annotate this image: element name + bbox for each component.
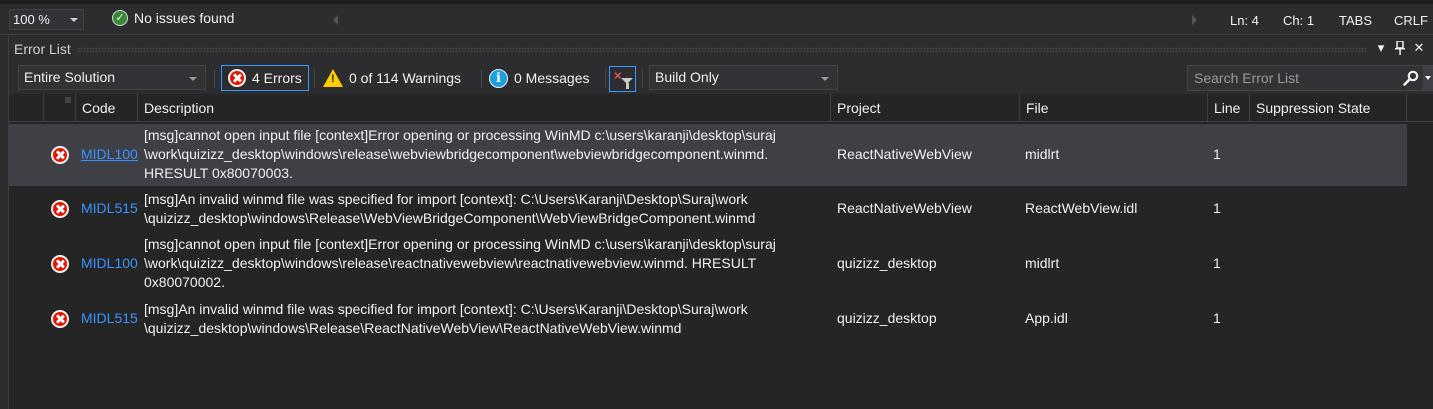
messages-count: 0 Messages bbox=[514, 70, 590, 86]
toolbar-separator bbox=[605, 69, 606, 88]
clear-filter-button[interactable]: × bbox=[609, 66, 636, 92]
window-position-dropdown-icon[interactable]: ▾ bbox=[1377, 40, 1385, 55]
toolbar-separator bbox=[481, 69, 482, 88]
panel-divider bbox=[0, 34, 1433, 35]
error-project: quizizz_desktop bbox=[837, 255, 937, 271]
scope-select[interactable]: Entire Solution bbox=[18, 65, 206, 90]
error-code-link[interactable]: MIDL100 bbox=[81, 255, 138, 271]
column-header-file[interactable]: File bbox=[1019, 94, 1208, 122]
chevron-down-icon bbox=[189, 77, 197, 81]
table-row[interactable]: MIDL100 [msg]cannot open input file [con… bbox=[9, 233, 1407, 295]
search-icon[interactable] bbox=[1403, 70, 1419, 86]
chevron-down-icon bbox=[70, 18, 78, 22]
info-icon: i bbox=[489, 68, 508, 88]
error-grid: Code Description Project File Line Suppr… bbox=[9, 94, 1433, 409]
error-list-panel: Error List ▾ ✕ Entire Solution 4 Errors … bbox=[8, 36, 1433, 409]
issues-text: No issues found bbox=[134, 10, 235, 26]
error-line: 1 bbox=[1213, 146, 1221, 162]
editor-status-bar: 100 % ✓ No issues found Ln: 4 Ch: 1 TABS… bbox=[0, 4, 1433, 30]
build-filter-select[interactable]: Build Only bbox=[649, 65, 838, 90]
column-chooser-icon[interactable] bbox=[65, 97, 71, 103]
error-project: quizizz_desktop bbox=[837, 310, 937, 326]
error-project: ReactNativeWebView bbox=[837, 146, 972, 162]
filter-funnel-icon bbox=[621, 78, 633, 84]
zoom-level-value: 100 % bbox=[13, 12, 50, 27]
error-description: [msg]An invalid winmd file was specified… bbox=[144, 301, 748, 336]
table-row[interactable]: MIDL100 [msg]cannot open input file [con… bbox=[9, 124, 1407, 186]
error-file: midlrt bbox=[1025, 255, 1060, 271]
scroll-left-icon[interactable] bbox=[333, 15, 338, 25]
error-file: App.idl bbox=[1025, 310, 1068, 326]
column-header-spacer bbox=[1406, 94, 1433, 122]
column-header-severity[interactable] bbox=[43, 94, 76, 122]
panel-title: Error List bbox=[14, 41, 71, 57]
error-file: midlrt bbox=[1025, 146, 1060, 162]
error-code-link[interactable]: MIDL515 bbox=[81, 310, 138, 326]
error-description: [msg]cannot open input file [context]Err… bbox=[144, 236, 776, 290]
toolbar-separator bbox=[214, 69, 215, 88]
error-line: 1 bbox=[1213, 200, 1221, 216]
error-line: 1 bbox=[1213, 255, 1221, 271]
errors-filter-button[interactable]: 4 Errors bbox=[221, 65, 309, 91]
error-line: 1 bbox=[1213, 310, 1221, 326]
grid-header: Code Description Project File Line Suppr… bbox=[9, 94, 1433, 122]
editor-top-edge bbox=[0, 0, 1433, 4]
issues-indicator[interactable]: ✓ No issues found bbox=[112, 10, 234, 26]
column-header-description[interactable]: Description bbox=[137, 94, 831, 122]
warnings-count: 0 of 114 Warnings bbox=[349, 70, 462, 86]
column-header-suppression-state[interactable]: Suppression State bbox=[1249, 94, 1407, 122]
warning-icon: ! bbox=[323, 69, 343, 87]
column-header-line[interactable]: Line bbox=[1207, 94, 1250, 122]
error-icon bbox=[51, 310, 69, 331]
error-list-toolbar: Entire Solution 4 Errors ! 0 of 114 Warn… bbox=[9, 65, 1433, 93]
error-icon bbox=[51, 255, 69, 276]
column-header-project[interactable]: Project bbox=[830, 94, 1020, 122]
error-description: [msg]cannot open input file [context]Err… bbox=[144, 127, 776, 181]
error-icon bbox=[51, 146, 69, 167]
scope-value: Entire Solution bbox=[24, 69, 116, 85]
errors-count: 4 Errors bbox=[252, 70, 302, 86]
messages-filter-button[interactable]: i 0 Messages bbox=[483, 65, 595, 91]
error-file: ReactWebView.idl bbox=[1025, 200, 1138, 216]
zoom-level-select[interactable]: 100 % bbox=[9, 9, 84, 30]
scroll-right-icon[interactable] bbox=[1192, 15, 1197, 25]
error-code-link[interactable]: MIDL515 bbox=[81, 200, 138, 216]
table-row[interactable]: MIDL515 [msg]An invalid winmd file was s… bbox=[9, 188, 1407, 230]
filter-funnel-stem bbox=[626, 83, 629, 89]
title-bar-grip[interactable] bbox=[77, 47, 1367, 52]
clear-x-icon: × bbox=[614, 68, 622, 83]
error-icon bbox=[228, 69, 246, 87]
error-project: ReactNativeWebView bbox=[837, 200, 972, 216]
pin-icon[interactable] bbox=[1392, 40, 1408, 56]
error-code-link[interactable]: MIDL100 bbox=[81, 146, 138, 162]
chevron-down-icon bbox=[821, 77, 829, 81]
error-icon bbox=[51, 200, 69, 221]
error-description: [msg]An invalid winmd file was specified… bbox=[144, 191, 756, 226]
column-header-code[interactable]: Code bbox=[75, 94, 138, 122]
column-number: Ch: 1 bbox=[1283, 13, 1315, 28]
search-options-dropdown[interactable] bbox=[1423, 66, 1433, 90]
toolbar-separator bbox=[642, 69, 643, 88]
search-input[interactable] bbox=[1188, 66, 1388, 90]
close-icon[interactable]: ✕ bbox=[1413, 40, 1425, 55]
search-box bbox=[1187, 65, 1433, 91]
check-circle-icon: ✓ bbox=[112, 10, 128, 26]
line-ending[interactable]: CRLF bbox=[1394, 13, 1428, 28]
table-row[interactable]: MIDL515 [msg]An invalid winmd file was s… bbox=[9, 298, 1407, 340]
line-number: Ln: 4 bbox=[1230, 13, 1259, 28]
build-filter-value: Build Only bbox=[655, 69, 719, 85]
warnings-filter-button[interactable]: ! 0 of 114 Warnings bbox=[317, 65, 467, 91]
indent-mode[interactable]: TABS bbox=[1339, 13, 1372, 28]
toolbar-separator bbox=[314, 69, 315, 88]
editor-horizontal-scrollbar[interactable] bbox=[330, 12, 1200, 28]
